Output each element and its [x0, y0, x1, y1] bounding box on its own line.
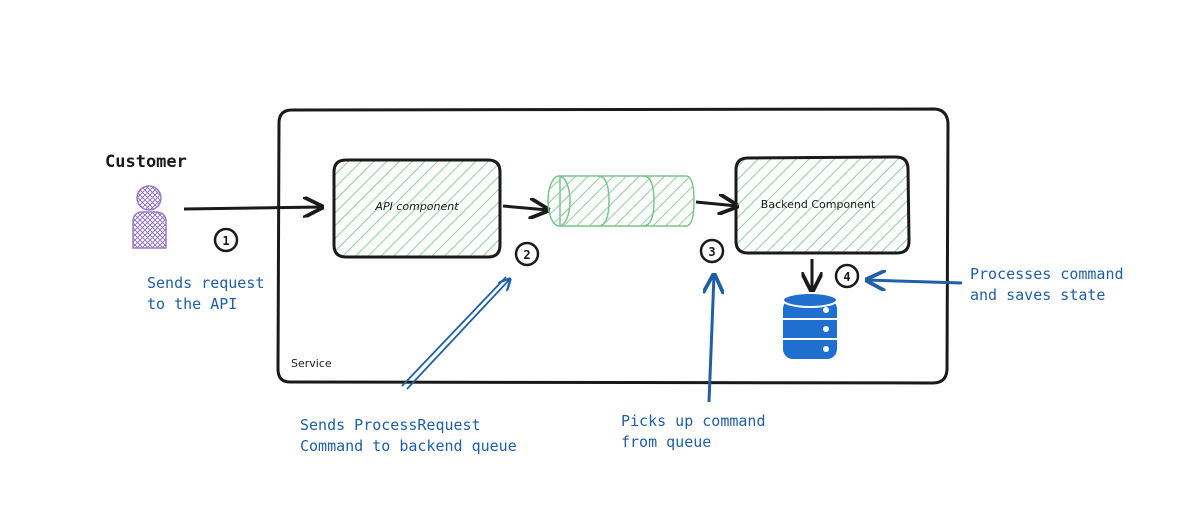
- database-icon: [782, 292, 838, 359]
- annotation-line: Sends request: [147, 274, 264, 292]
- queue-cylinder-icon: [547, 175, 695, 227]
- annotation-arrow-4: [867, 280, 963, 283]
- annotation-picks-up: Picks up command from queue: [621, 412, 766, 451]
- annotation-processes: Processes command and saves state: [970, 265, 1124, 304]
- service-boundary: Service: [276, 107, 950, 385]
- backend-component-label: Backend Component: [761, 198, 876, 211]
- annotation-line: to the API: [147, 295, 237, 313]
- api-component-label: API component: [374, 200, 459, 213]
- annotation-line: Processes command: [970, 265, 1124, 283]
- annotation-line: from queue: [621, 433, 711, 451]
- step-badge-3: 3: [699, 238, 725, 264]
- step-badge-1: 1: [213, 227, 239, 253]
- customer-title: Customer: [105, 152, 187, 172]
- step-badge-2: 2: [514, 241, 540, 267]
- step-number: 3: [708, 245, 715, 259]
- annotation-line: Command to backend queue: [300, 437, 517, 455]
- annotation-sends-command: Sends ProcessRequest Command to backend …: [300, 416, 517, 455]
- step-number: 2: [523, 248, 530, 262]
- annotation-arrow-2: [401, 277, 510, 390]
- annotation-line: and saves state: [970, 286, 1105, 304]
- step-badge-4: 4: [834, 263, 860, 289]
- api-component: API component: [332, 158, 502, 259]
- step-number: 4: [843, 270, 850, 284]
- arrow-customer-to-api: [183, 207, 322, 209]
- arrow-queue-to-backend: [695, 202, 737, 206]
- annotation-line: Picks up command: [621, 412, 766, 430]
- annotation-sends-request: Sends request to the API: [147, 274, 264, 313]
- arrow-api-to-queue: [502, 206, 548, 210]
- step-number: 1: [222, 234, 229, 248]
- service-label: Service: [291, 357, 332, 370]
- backend-component: Backend Component: [734, 155, 911, 255]
- annotation-line: Sends ProcessRequest: [300, 416, 481, 434]
- customer-actor: Customer: [105, 152, 187, 249]
- annotation-arrow-3: [709, 275, 714, 403]
- person-icon: [132, 185, 167, 249]
